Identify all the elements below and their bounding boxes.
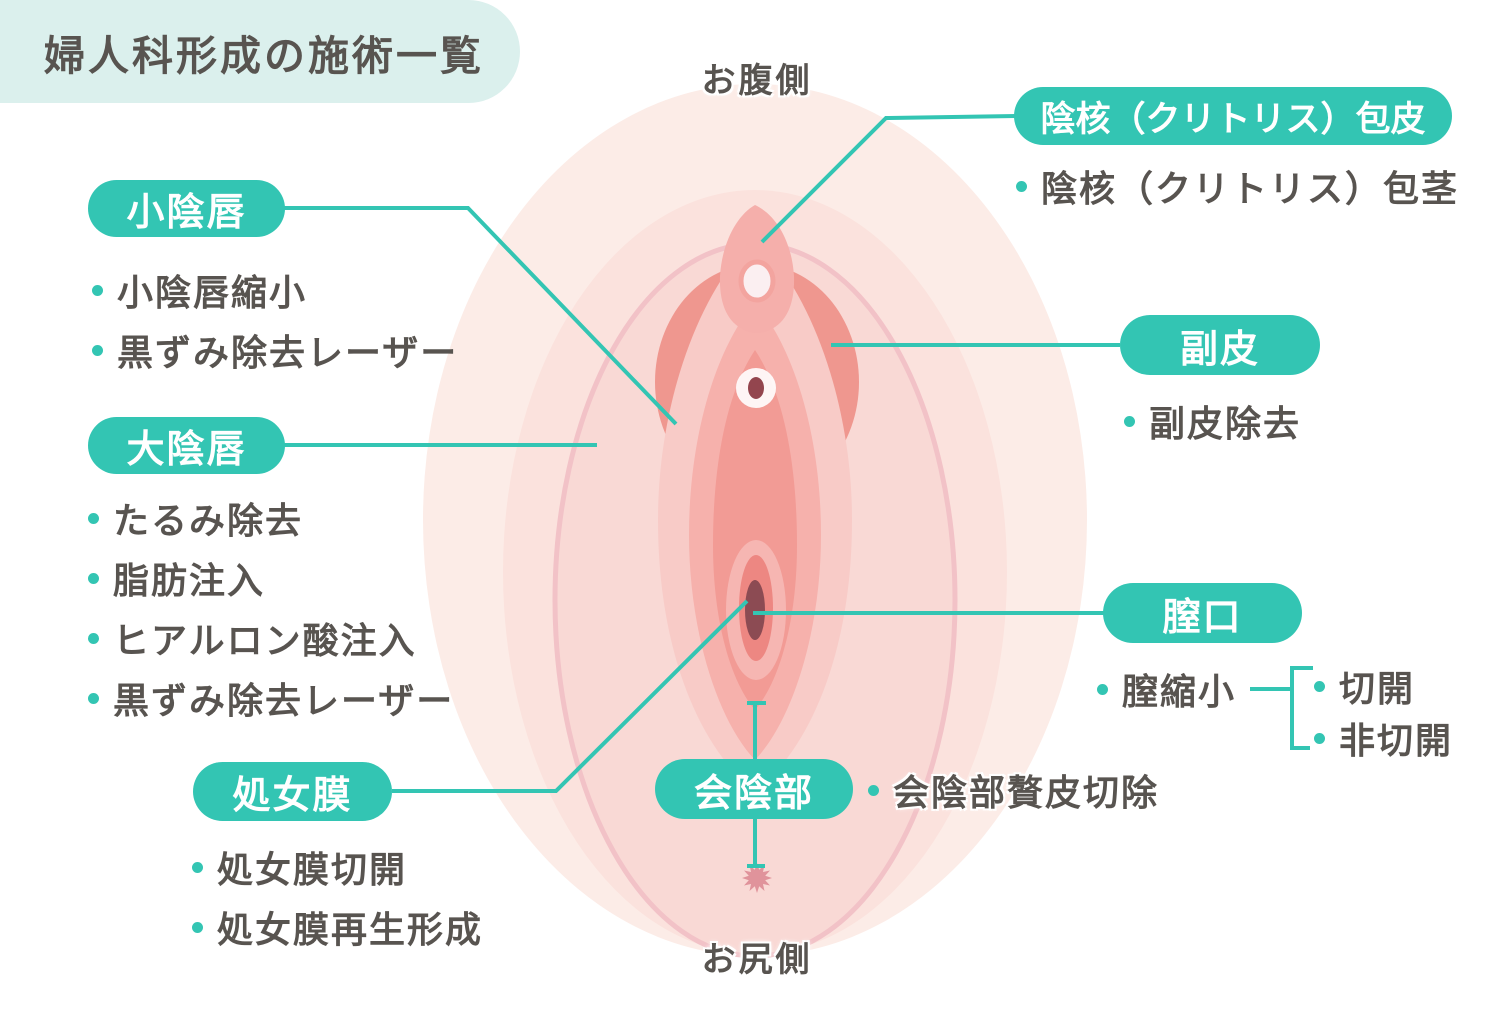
procedure-item: たるみ除去 xyxy=(88,496,303,541)
vaginal-opening xyxy=(745,580,765,640)
badge-labia-minora: 小陰唇 xyxy=(88,180,285,237)
procedure-sub-item: 非切開 xyxy=(1314,716,1453,761)
bullet-dot-icon xyxy=(1124,415,1135,427)
leader-line-clitoral-hood xyxy=(760,114,1017,244)
leader-line-labia-minora xyxy=(283,206,678,426)
procedure-item: 副皮除去 xyxy=(1124,399,1301,444)
bullet-dot-icon xyxy=(88,512,99,524)
page-title: 婦人科形成の施術一覧 xyxy=(0,0,520,103)
procedure-item: 処女膜切開 xyxy=(192,845,407,890)
badge-hymen: 処女膜 xyxy=(193,762,392,821)
procedure-sub-item: 切開 xyxy=(1314,664,1415,709)
anus-star xyxy=(742,863,772,893)
bullet-dot-icon xyxy=(192,921,203,933)
vaginal-tightening-bracket xyxy=(1290,666,1313,750)
procedure-item: 黒ずみ除去レーザー xyxy=(88,676,454,721)
bullet-dot-icon xyxy=(192,861,203,873)
urethral-opening xyxy=(748,377,764,399)
orientation-label-belly-side: お腹側 xyxy=(701,62,813,100)
badge-accessory-skin: 副皮 xyxy=(1120,315,1320,375)
bullet-dot-icon xyxy=(92,284,103,296)
bullet-dot-icon xyxy=(1314,680,1325,692)
bullet-dot-icon xyxy=(868,784,879,796)
bullet-dot-icon xyxy=(88,632,99,644)
leader-line-hymen xyxy=(392,599,749,793)
bullet-dot-icon xyxy=(1016,180,1027,192)
procedure-item: 小陰唇縮小 xyxy=(92,268,307,313)
badge-labia-majora: 大陰唇 xyxy=(88,417,285,474)
procedure-item: 陰核（クリトリス）包茎 xyxy=(1016,164,1459,209)
bullet-dot-icon xyxy=(1314,732,1325,744)
badge-perineum: 会陰部 xyxy=(655,759,853,819)
procedure-item: 脂肪注入 xyxy=(88,556,265,601)
procedure-item: 会陰部贅皮切除 xyxy=(868,768,1159,813)
procedure-item: 処女膜再生形成 xyxy=(192,905,483,950)
clitoris-glans xyxy=(738,259,776,303)
badge-vaginal-opening: 膣口 xyxy=(1103,583,1302,643)
procedure-item: 膣縮小 xyxy=(1097,667,1236,712)
procedure-item: ヒアルロン酸注入 xyxy=(88,616,417,661)
bullet-dot-icon xyxy=(92,344,103,356)
badge-clitoral-hood: 陰核（クリトリス）包皮 xyxy=(1014,87,1452,145)
bullet-dot-icon xyxy=(1097,683,1108,695)
bullet-dot-icon xyxy=(88,572,99,584)
procedure-item: 黒ずみ除去レーザー xyxy=(92,328,458,373)
page-title-text: 婦人科形成の施術一覧 xyxy=(44,32,484,79)
orientation-label-buttock-side: お尻側 xyxy=(701,941,813,979)
bullet-dot-icon xyxy=(88,692,99,704)
